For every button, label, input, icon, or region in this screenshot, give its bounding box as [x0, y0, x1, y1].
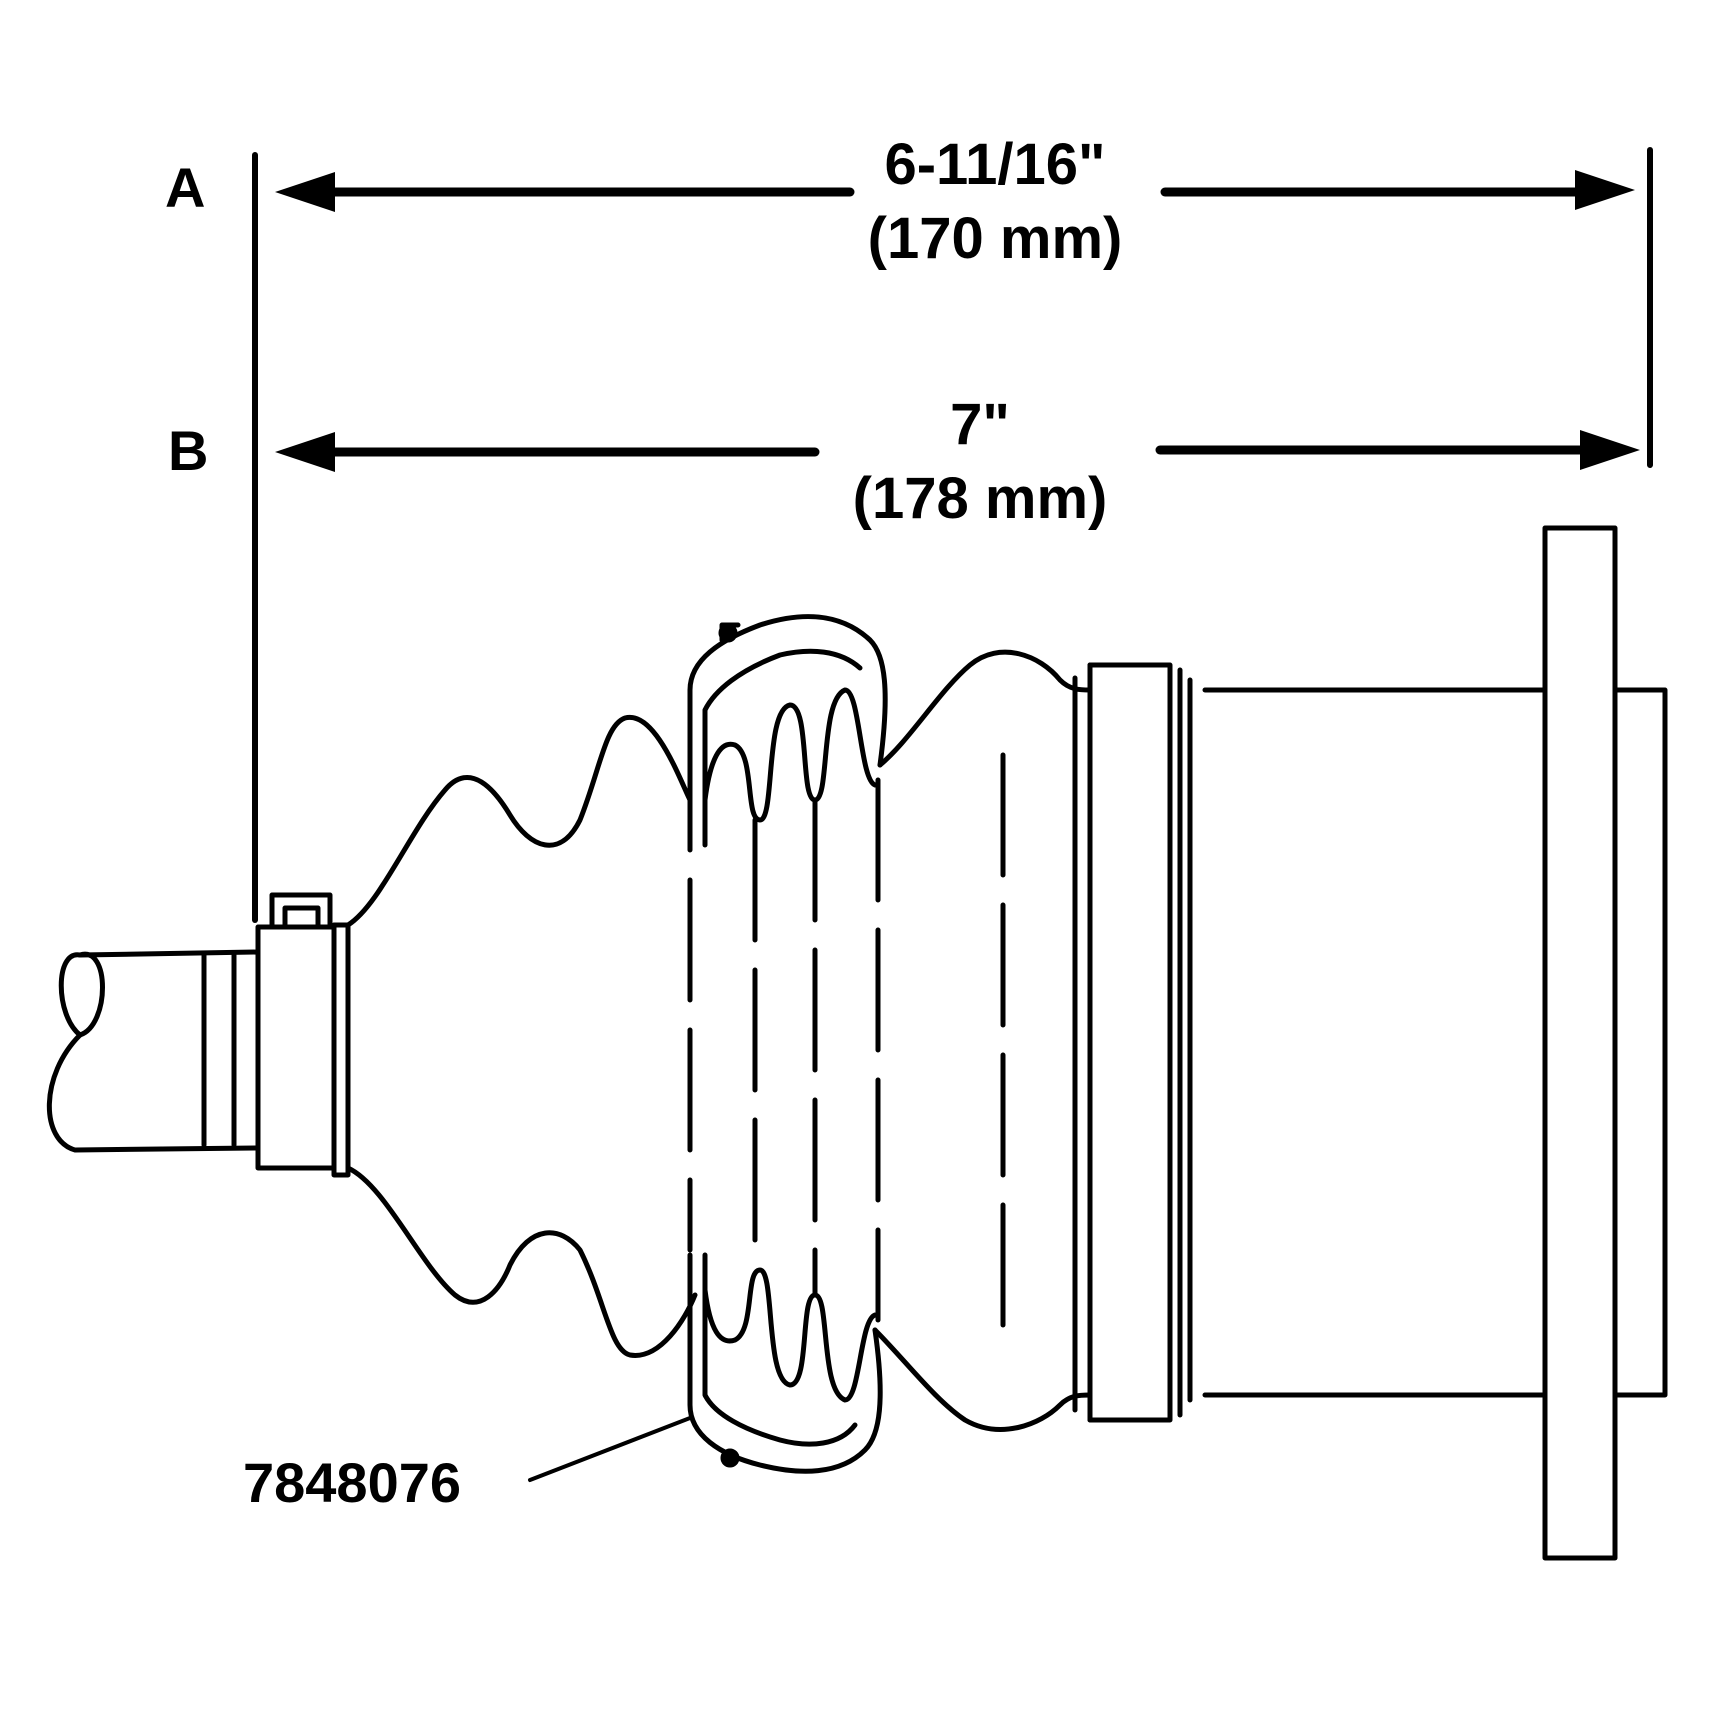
hidden-lines [687, 752, 1006, 1333]
small-boot-clamp [255, 892, 351, 1178]
boot-upper-outline [345, 715, 693, 928]
dimension-a-metric: (170 mm) [867, 206, 1123, 271]
boot-bulge-upper [877, 649, 1093, 768]
large-boot-clamp-lower [687, 1252, 883, 1474]
housing-band [1072, 662, 1193, 1423]
dimension-b-metric: (178 mm) [852, 466, 1108, 531]
dimension-a-imperial: 6-11/16" [884, 132, 1106, 197]
boot-convolutions-lower [702, 1267, 878, 1403]
dimension-b-arrow [275, 430, 1640, 472]
dimension-a-label: A [165, 156, 206, 219]
axle-shaft [46, 949, 261, 1153]
boot-convolutions-upper [702, 687, 878, 823]
large-boot-clamp-upper [687, 614, 888, 853]
dimension-a-arrow [275, 170, 1635, 212]
dimension-b-label: B [168, 419, 209, 482]
outer-housing [1202, 525, 1668, 1561]
dimension-b-imperial: 7" [950, 392, 1010, 457]
part-number-callout: 7848076 [243, 1451, 462, 1514]
boot-bulge-lower [872, 1327, 1093, 1432]
callout-leader-line [528, 1416, 692, 1482]
boot-lower-outline [345, 1165, 698, 1358]
